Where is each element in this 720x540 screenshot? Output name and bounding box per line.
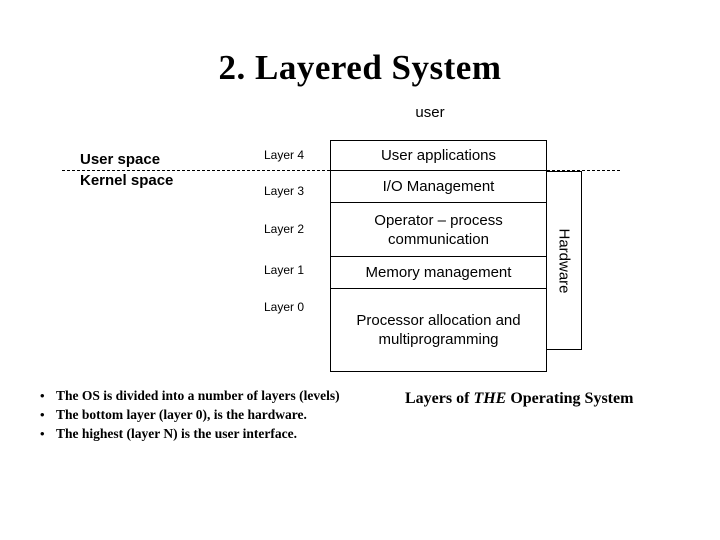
- bullet-marker-icon: •: [40, 388, 45, 403]
- list-item-text: The OS is divided into a number of layer…: [56, 388, 340, 403]
- layer-row-processor-allocation: Processor allocation and multiprogrammin…: [331, 289, 546, 371]
- kernel-space-label: Kernel space: [80, 172, 174, 189]
- layer-row-text: Operator – process communication: [374, 211, 503, 248]
- caption-suffix: Operating System: [506, 390, 634, 407]
- layer-row-text: Memory management: [365, 264, 512, 281]
- layer-label-2: Layer 2: [263, 222, 304, 236]
- list-item: • The OS is divided into a number of lay…: [36, 386, 386, 405]
- list-item: • The bottom layer (layer 0), is the har…: [36, 405, 386, 424]
- bullet-list: • The OS is divided into a number of lay…: [36, 386, 386, 443]
- user-actor-label: user: [415, 104, 445, 121]
- list-item-text: The bottom layer (layer 0), is the hardw…: [56, 407, 307, 422]
- layer-row-operator-process-communication: Operator – process communication: [331, 203, 546, 257]
- layer-label-1: Layer 1: [263, 263, 304, 277]
- layer-label-4: Layer 4: [263, 148, 304, 162]
- caption-emphasis: THE: [473, 390, 507, 407]
- diagram-caption: Layers of THE Operating System: [405, 388, 705, 409]
- layer-row-io-management: I/O Management: [331, 171, 546, 203]
- hardware-box: Hardware: [546, 171, 582, 350]
- user-space-label: User space: [80, 151, 161, 168]
- layer-label-3: Layer 3: [263, 184, 304, 198]
- bullet-marker-icon: •: [40, 407, 45, 422]
- bullet-marker-icon: •: [40, 426, 45, 441]
- layer-row-text: Processor allocation and multiprogrammin…: [356, 312, 521, 348]
- layer-row-memory-management: Memory management: [331, 257, 546, 289]
- list-item-text: The highest (layer N) is the user interf…: [56, 426, 297, 441]
- page-title: 2. Layered System: [218, 48, 502, 87]
- layer-row-text: User applications: [380, 147, 497, 164]
- layer-label-0: Layer 0: [263, 300, 304, 314]
- layer-stack: User applications I/O Management Operato…: [330, 140, 547, 372]
- caption-prefix: Layers of: [405, 390, 474, 407]
- hardware-label: Hardware: [555, 227, 573, 294]
- list-item: • The highest (layer N) is the user inte…: [36, 424, 386, 443]
- layer-row-text: I/O Management: [382, 178, 495, 195]
- layer-row-user-applications: User applications: [331, 141, 546, 171]
